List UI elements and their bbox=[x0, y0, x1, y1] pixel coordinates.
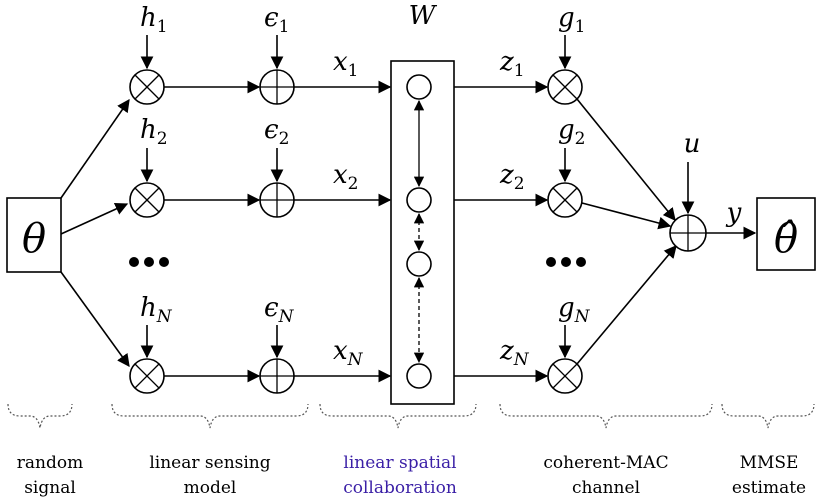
wire-g2-sum bbox=[581, 202, 672, 230]
brace-linear-sensing bbox=[111, 403, 309, 429]
label-xN: xN bbox=[333, 336, 364, 370]
caption-coherent-mac-line1: coherent-MAC bbox=[543, 453, 668, 473]
ellipsis-right bbox=[546, 257, 586, 267]
branch-to-mult-N bbox=[60, 271, 130, 368]
multiplier-node-1 bbox=[129, 69, 165, 105]
caption-linear-sensing-line2: model bbox=[184, 478, 237, 498]
label-z2: z2 bbox=[499, 160, 525, 194]
label-h2: h2 bbox=[140, 115, 168, 149]
collab-node-N bbox=[406, 363, 432, 389]
collab-node-3 bbox=[406, 251, 432, 277]
label-h1: h1 bbox=[140, 3, 168, 37]
label-zN: zN bbox=[499, 336, 530, 370]
channel-mult-node-N bbox=[547, 358, 583, 394]
caption-mmse-line1: MMSE bbox=[740, 453, 799, 473]
caption-linear-sensing-line1: linear sensing bbox=[149, 453, 270, 473]
theta-source-box bbox=[6, 197, 62, 273]
collab-node-1 bbox=[406, 74, 432, 100]
caption-random-signal-line1: random bbox=[17, 453, 83, 473]
adder-node-2 bbox=[259, 182, 295, 218]
label-gN: gN bbox=[558, 293, 591, 327]
wire-g1-sum bbox=[576, 98, 676, 221]
label-x1: x1 bbox=[333, 47, 359, 81]
caption-mmse-line2: estimate bbox=[732, 478, 806, 498]
label-W: W bbox=[409, 1, 438, 31]
label-y: y bbox=[726, 198, 742, 228]
channel-mult-node-2 bbox=[547, 182, 583, 218]
collaboration-matrix-box bbox=[390, 60, 455, 405]
branch-to-mult-2 bbox=[60, 202, 129, 235]
theta-symbol: θ bbox=[22, 216, 46, 262]
brace-coherent-mac bbox=[499, 403, 713, 429]
collab-node-2 bbox=[406, 187, 432, 213]
adder-node-1 bbox=[259, 69, 295, 105]
theta-hat-symbol: θ̂ bbox=[774, 216, 798, 262]
label-e2: ϵ2 bbox=[264, 115, 289, 149]
wire-gN-sum bbox=[576, 245, 677, 365]
caption-random-signal-line2: signal bbox=[24, 478, 76, 498]
multiplier-node-2 bbox=[129, 182, 165, 218]
sum-node bbox=[669, 214, 707, 252]
label-z1: z1 bbox=[499, 47, 525, 81]
caption-spatial-collab-line1: linear spatial bbox=[343, 453, 456, 473]
caption-spatial-collab-line2: collaboration bbox=[343, 478, 457, 498]
label-x2: x2 bbox=[333, 160, 359, 194]
brace-mmse bbox=[721, 403, 815, 429]
ellipsis-left bbox=[129, 257, 169, 267]
label-u: u bbox=[684, 129, 701, 159]
adder-node-N bbox=[259, 358, 295, 394]
branch-to-mult-1 bbox=[60, 98, 130, 199]
label-hN: hN bbox=[140, 293, 173, 327]
label-e1: ϵ1 bbox=[264, 3, 289, 37]
caption-coherent-mac-line2: channel bbox=[572, 478, 640, 498]
label-g2: g2 bbox=[558, 115, 585, 149]
label-eN: ϵN bbox=[264, 293, 295, 327]
label-g1: g1 bbox=[558, 3, 585, 37]
estimate-box bbox=[756, 197, 816, 271]
multiplier-node-N bbox=[129, 358, 165, 394]
brace-spatial-collab bbox=[319, 403, 477, 429]
brace-random-signal bbox=[7, 403, 73, 429]
channel-mult-node-1 bbox=[547, 69, 583, 105]
